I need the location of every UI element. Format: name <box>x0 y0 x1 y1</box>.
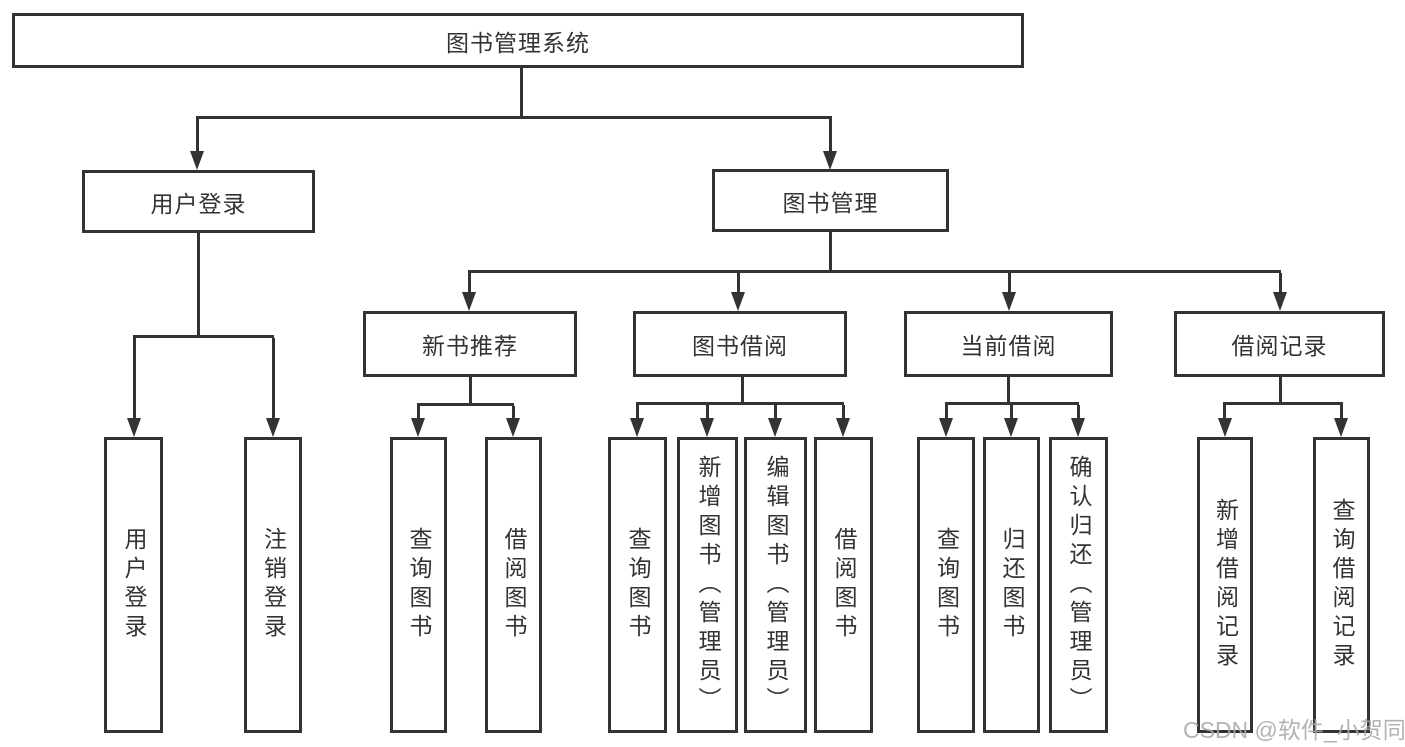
node-label: 用户登录 <box>150 190 247 217</box>
node-label: 借阅图书 <box>831 527 857 643</box>
connector-line <box>1279 273 1282 293</box>
node-library-management-system: 图书管理系统 <box>12 13 1024 68</box>
node-label: 图书管理 <box>782 189 879 216</box>
arrow-down-icon <box>731 292 745 311</box>
connector-line <box>737 273 740 293</box>
connector-line <box>842 405 845 419</box>
node-label: 查询图书 <box>933 527 960 643</box>
connector-line <box>1010 405 1013 419</box>
node-new-book-recommendation: 新书推荐 <box>363 311 577 377</box>
node-query-borrow-record: 查询借阅记录 <box>1313 437 1370 733</box>
connector-line <box>1223 402 1343 405</box>
node-label: 图书借阅 <box>692 333 788 359</box>
arrow-down-icon <box>1218 418 1232 437</box>
node-label: 借阅图书 <box>501 527 527 643</box>
arrow-down-icon <box>630 418 644 437</box>
node-label: 用户登录 <box>121 527 147 643</box>
connector-line <box>741 377 744 404</box>
arrow-down-icon <box>1002 292 1016 311</box>
connector-line <box>133 338 136 419</box>
arrow-down-icon <box>462 292 476 311</box>
node-user-login: 用户登录 <box>82 170 315 233</box>
connector-line <box>468 273 471 293</box>
connector-line <box>1007 377 1010 404</box>
node-user-login-leaf: 用户登录 <box>104 437 163 733</box>
node-label: 新书推荐 <box>422 333 518 359</box>
connector-line <box>829 119 832 153</box>
connector-line <box>520 68 523 118</box>
arrow-down-icon <box>506 418 520 437</box>
connector-line <box>636 405 639 419</box>
node-confirm-return-admin: 确认归还（管理员） <box>1049 437 1108 733</box>
connector-line <box>133 335 274 338</box>
connector-line <box>512 406 515 419</box>
node-borrowing-records: 借阅记录 <box>1174 311 1385 377</box>
arrow-down-icon <box>266 418 280 437</box>
connector-line <box>417 403 514 406</box>
node-query-books-current: 查询图书 <box>917 437 975 733</box>
arrow-down-icon <box>1273 292 1287 311</box>
arrow-down-icon <box>768 418 782 437</box>
connector-line <box>945 402 1079 405</box>
connector-line <box>417 406 420 419</box>
node-book-management: 图书管理 <box>712 169 949 232</box>
node-borrow-books-recommend: 借阅图书 <box>485 437 542 733</box>
arrow-down-icon <box>823 151 837 170</box>
arrow-down-icon <box>836 418 850 437</box>
node-query-books-borrow: 查询图书 <box>608 437 667 733</box>
connector-line <box>1008 273 1011 293</box>
arrow-down-icon <box>700 418 714 437</box>
node-label: 查询借阅记录 <box>1329 498 1355 672</box>
connector-line <box>1223 405 1226 419</box>
connector-line <box>196 119 199 153</box>
arrow-down-icon <box>190 151 204 170</box>
node-edit-book-admin: 编辑图书（管理员） <box>744 437 807 733</box>
node-label: 新增图书（管理员） <box>695 454 721 716</box>
node-add-borrow-record: 新增借阅记录 <box>1197 437 1253 733</box>
node-book-borrowing: 图书借阅 <box>633 311 847 377</box>
node-borrow-books-leaf: 借阅图书 <box>814 437 873 733</box>
arrow-down-icon <box>411 418 425 437</box>
connector-line <box>469 377 472 405</box>
node-label: 借阅记录 <box>1231 333 1328 359</box>
node-query-books-recommend: 查询图书 <box>390 437 447 733</box>
node-label: 新增借阅记录 <box>1212 498 1239 672</box>
node-current-borrowing: 当前借阅 <box>904 311 1113 377</box>
connector-line <box>1340 405 1343 419</box>
node-label: 查询图书 <box>625 527 651 643</box>
connector-line <box>197 233 200 337</box>
arrow-down-icon <box>1004 418 1018 437</box>
node-label: 查询图书 <box>406 527 432 643</box>
arrow-down-icon <box>127 418 141 437</box>
node-label: 当前借阅 <box>960 333 1057 359</box>
connector-line <box>196 116 832 119</box>
connector-line <box>468 270 1281 273</box>
node-label: 注销登录 <box>260 527 287 643</box>
watermark: CSDN @软件_小贺同学 <box>1183 717 1405 743</box>
connector-line <box>636 402 844 405</box>
connector-line <box>829 232 832 272</box>
connector-line <box>1077 405 1080 419</box>
arrow-down-icon <box>1334 418 1348 437</box>
arrow-down-icon <box>1071 418 1085 437</box>
node-logout-leaf: 注销登录 <box>244 437 302 733</box>
connector-line <box>272 338 275 419</box>
connector-line <box>774 405 777 419</box>
node-add-book-admin: 新增图书（管理员） <box>677 437 738 733</box>
node-label: 归还图书 <box>999 527 1025 643</box>
connector-line <box>1279 377 1282 404</box>
node-label: 图书管理系统 <box>446 29 590 56</box>
connector-line <box>706 405 709 419</box>
node-label: 确认归还（管理员） <box>1066 454 1092 716</box>
node-return-books: 归还图书 <box>983 437 1040 733</box>
node-label: 编辑图书（管理员） <box>763 454 789 716</box>
arrow-down-icon <box>939 418 953 437</box>
connector-line <box>945 405 948 419</box>
